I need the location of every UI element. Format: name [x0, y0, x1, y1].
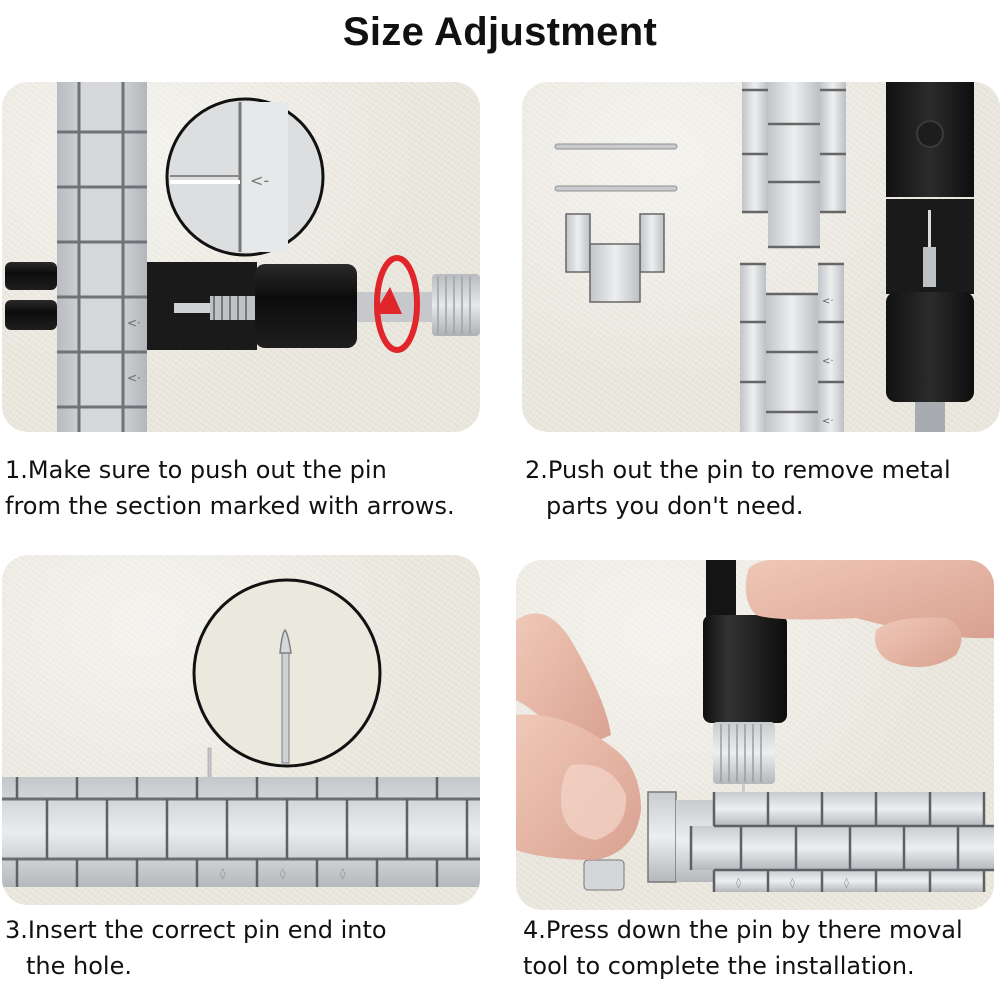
- svg-text:<·: <·: [127, 371, 141, 385]
- band-section-upper: [742, 82, 846, 249]
- watch-band-with-clasp: ◊ ◊ ◊: [583, 791, 994, 892]
- svg-text:◊: ◊: [736, 877, 741, 889]
- pin-remover-tool-pressing: [703, 560, 787, 796]
- removed-pins: [554, 143, 678, 192]
- svg-text:◊: ◊: [790, 877, 795, 889]
- step-4-caption-line-2: tool to complete the installation.: [523, 952, 915, 980]
- pin-remover-tool-illustration: <· <· <-: [5, 82, 480, 432]
- step-1-caption: 1.Make sure to push out the pin from the…: [5, 452, 455, 524]
- step-1-illustration: <· <· <-: [2, 82, 480, 432]
- magnified-pin-tip-inset: [192, 578, 382, 768]
- svg-text:◊: ◊: [340, 867, 346, 880]
- step-2-caption: 2.Push out the pin to remove metal parts…: [525, 452, 951, 524]
- watch-band-horizontal: ◊ ◊ ◊: [2, 777, 480, 887]
- step-4-caption: 4.Press down the pin by there moval tool…: [523, 912, 963, 984]
- page-title: Size Adjustment: [342, 10, 658, 54]
- svg-text:◊: ◊: [844, 877, 849, 889]
- step-3-caption-line-1: 3.Insert the correct pin end into: [5, 916, 387, 944]
- step-4-caption-line-1: 4.Press down the pin by there moval: [523, 916, 963, 944]
- band-section-lower: <· <· <·: [740, 262, 844, 432]
- step-1-caption-line-1: 1.Make sure to push out the pin: [5, 456, 387, 484]
- step-2-caption-line-2: parts you don't need.: [546, 492, 804, 520]
- svg-text:<·: <·: [127, 316, 141, 330]
- svg-text:<-: <-: [250, 171, 269, 190]
- watch-band-vertical: <· <·: [57, 82, 147, 432]
- pin-remover-tool-vertical: [886, 82, 974, 432]
- step-2-illustration: <· <· <·: [522, 82, 1000, 432]
- rotate-arrow-icon: [374, 255, 420, 353]
- press-pin-illustration: ◊ ◊ ◊: [516, 560, 994, 892]
- removed-links-illustration: <· <· <·: [554, 82, 974, 432]
- removed-link: [565, 213, 665, 303]
- step-3-caption-line-2: the hole.: [26, 952, 132, 980]
- svg-text:<·: <·: [822, 356, 834, 367]
- step-4-illustration: ◊ ◊ ◊: [516, 560, 994, 910]
- svg-text:<·: <·: [822, 416, 834, 427]
- svg-text:<·: <·: [822, 296, 834, 307]
- insert-pin-illustration: ◊ ◊ ◊: [2, 578, 480, 887]
- svg-text:◊: ◊: [220, 867, 226, 880]
- step-3-illustration: ◊ ◊ ◊: [2, 555, 480, 905]
- step-3-caption: 3.Insert the correct pin end into the ho…: [5, 912, 387, 984]
- magnified-arrow-inset: <-: [165, 97, 325, 257]
- step-1-caption-line-2: from the section marked with arrows.: [5, 492, 455, 520]
- step-2-caption-line-1: 2.Push out the pin to remove metal: [525, 456, 951, 484]
- svg-text:◊: ◊: [280, 867, 286, 880]
